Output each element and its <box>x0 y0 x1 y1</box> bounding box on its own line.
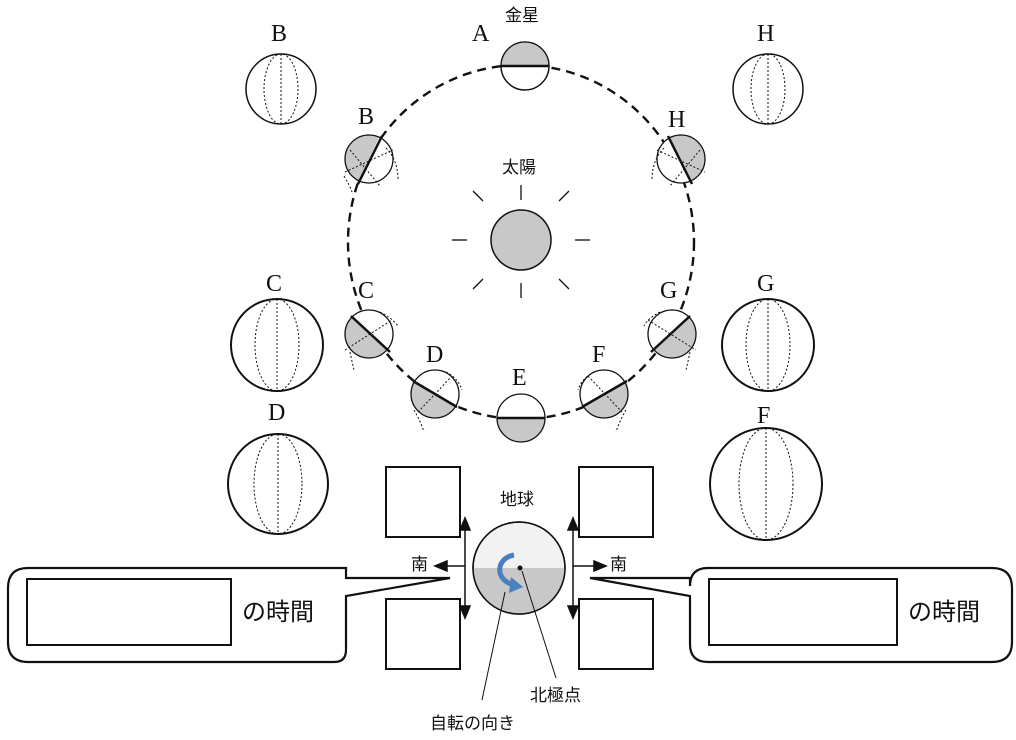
time-suffix-left: の時間 <box>242 598 314 626</box>
rotation-arrowhead-icon <box>509 577 523 593</box>
orbit-label-E: E <box>512 365 527 391</box>
orbit-label-D: D <box>426 342 444 368</box>
orbit-label-H: H <box>668 107 686 133</box>
view-H <box>732 53 804 125</box>
sun-label: 太陽 <box>502 158 536 178</box>
earth-direction-arrows <box>433 516 608 620</box>
sun <box>490 209 552 271</box>
box-lower-right[interactable] <box>578 598 654 670</box>
earth <box>472 521 566 615</box>
view-label-C: C <box>266 271 283 297</box>
rotation-label: 自転の向き <box>430 714 515 734</box>
orbit-label-B: B <box>358 104 375 130</box>
time-suffix-right: の時間 <box>908 598 980 626</box>
left-time-answer[interactable] <box>26 578 232 646</box>
rotation-leader-line <box>481 591 506 701</box>
box-lower-left[interactable] <box>385 598 461 670</box>
north-pole-dot <box>517 565 523 571</box>
orbit-label-F: F <box>592 342 606 368</box>
earth-label: 地球 <box>500 490 534 510</box>
view-G <box>721 298 815 392</box>
venus-F <box>577 369 629 433</box>
venus-A <box>500 41 550 91</box>
north-pole-label: 北極点 <box>530 686 581 706</box>
orbit-label-G: G <box>660 278 678 304</box>
box-upper-right[interactable] <box>578 466 654 538</box>
venus-G <box>643 309 697 371</box>
box-upper-left[interactable] <box>385 466 461 538</box>
view-F <box>709 427 823 541</box>
view-label-H: H <box>757 21 775 47</box>
south-label-right: 南 <box>610 555 627 575</box>
view-B <box>245 53 317 125</box>
venus-E <box>496 393 546 443</box>
south-label-left: 南 <box>411 555 428 575</box>
venus-label: 金星 <box>505 6 539 26</box>
venus-C <box>344 309 399 371</box>
view-label-F: F <box>757 403 771 429</box>
sun-rays <box>452 185 590 298</box>
venus-H <box>651 134 706 187</box>
venus-B <box>343 134 399 193</box>
view-label-G: G <box>757 271 775 297</box>
right-time-answer[interactable] <box>708 578 898 646</box>
north-pole-leader-line <box>521 570 557 679</box>
view-D <box>227 433 329 535</box>
view-C <box>230 298 324 392</box>
view-label-B: B <box>271 21 288 47</box>
orbit-label-A: A <box>472 21 490 47</box>
rotation-arrow-icon <box>497 552 515 588</box>
view-label-D: D <box>268 400 286 426</box>
orbit-label-C: C <box>358 278 375 304</box>
